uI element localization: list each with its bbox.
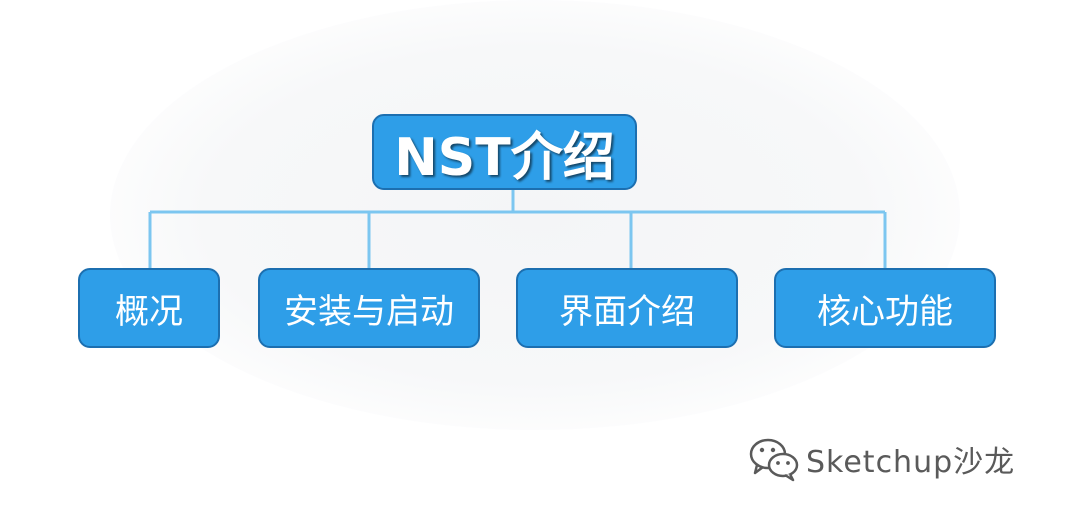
background-glow: [110, 0, 960, 430]
child-node-label: 核心功能: [817, 291, 953, 332]
child-node-overview: 概况: [78, 268, 220, 348]
watermark: Sketchup沙龙: [748, 436, 1015, 482]
child-node-install: 安装与启动: [258, 268, 480, 348]
root-node: NST介绍: [372, 114, 637, 190]
watermark-text: Sketchup沙龙: [806, 445, 1016, 480]
child-node-label: 界面介绍: [559, 291, 695, 332]
child-node-core-features: 核心功能: [774, 268, 996, 348]
root-node-label: NST介绍: [394, 127, 615, 188]
child-node-label: 安装与启动: [284, 291, 454, 332]
wechat-icon: [749, 438, 799, 482]
child-node-interface: 界面介绍: [516, 268, 738, 348]
child-node-label: 概况: [115, 291, 183, 332]
